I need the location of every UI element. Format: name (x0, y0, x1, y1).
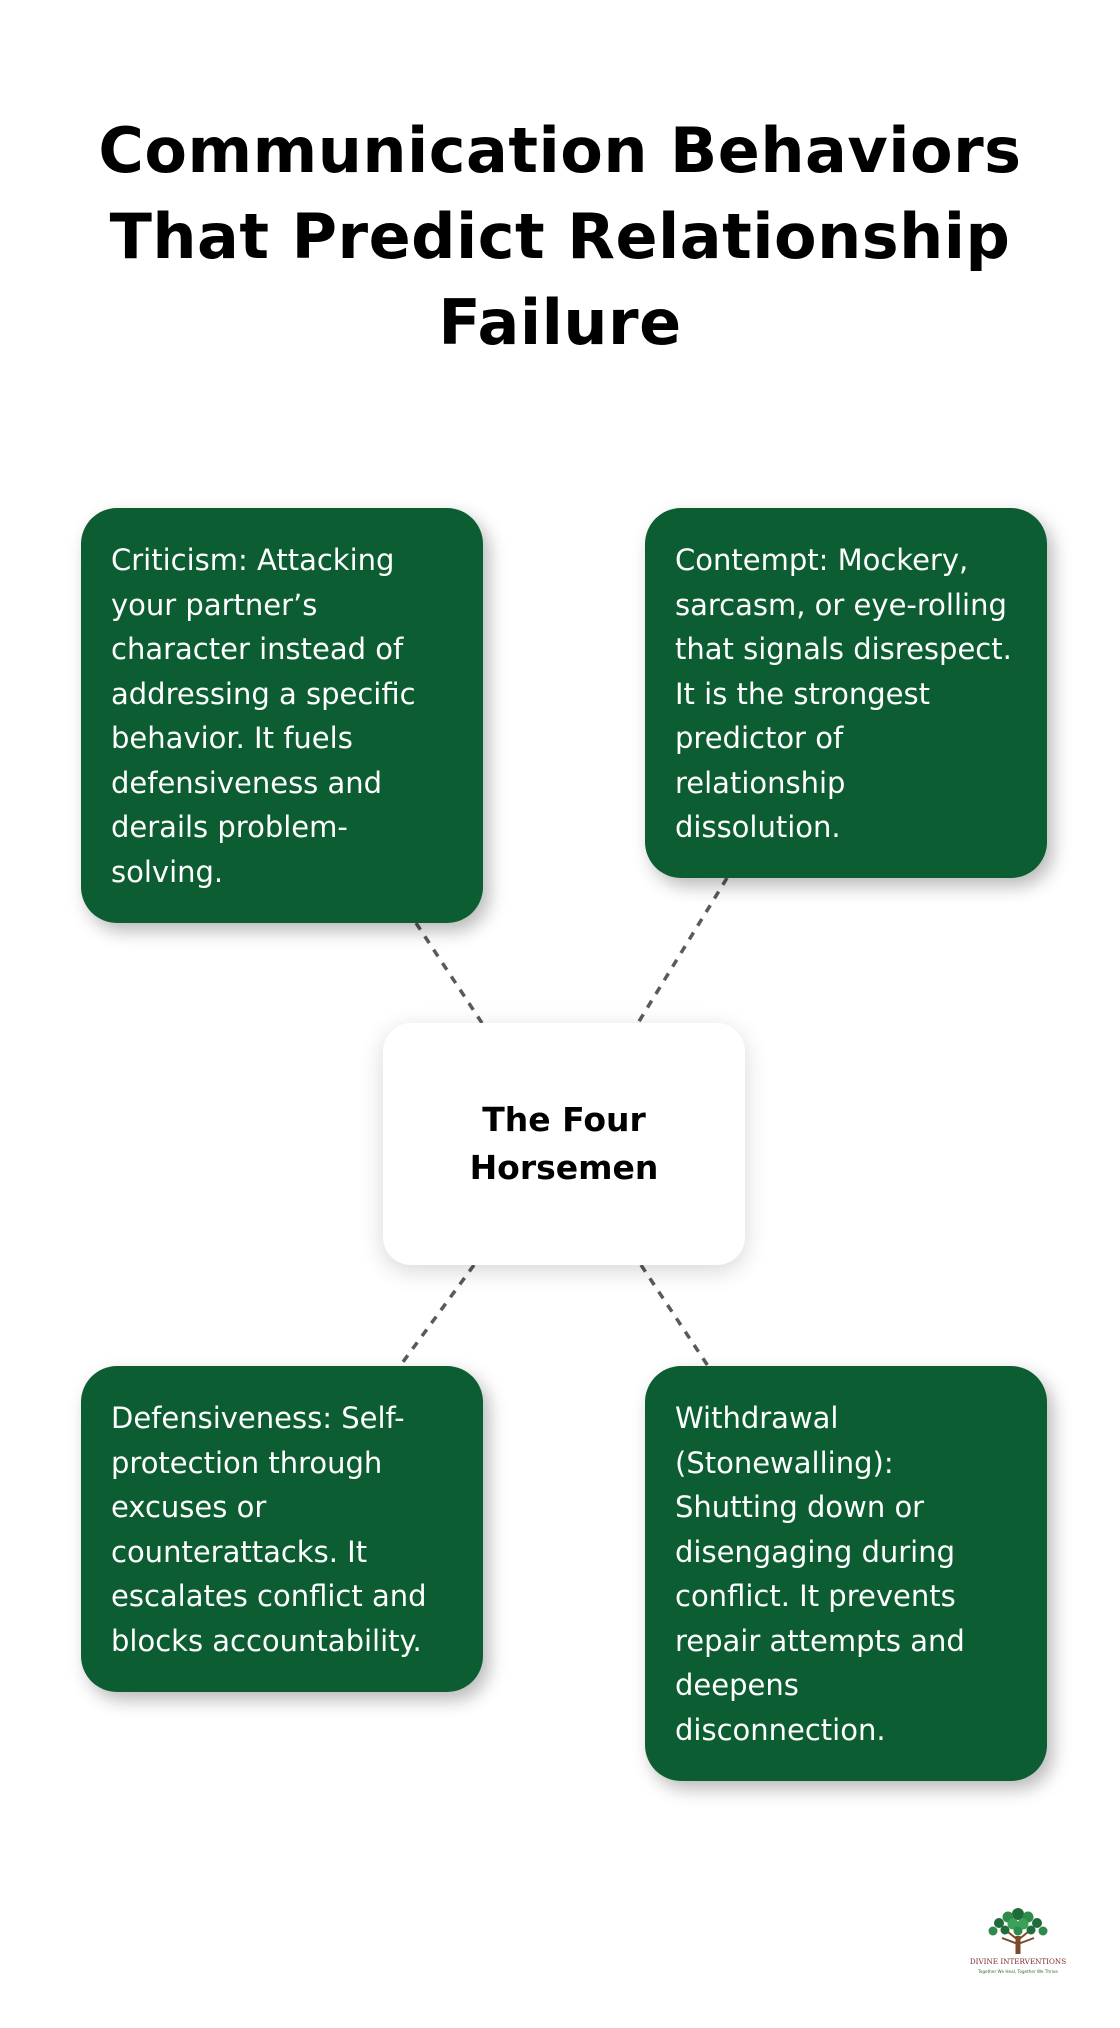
card-criticism: Criticism: Attacking your partner’s char… (81, 508, 483, 923)
logo-brand-text: DIVINE INTERVENTIONS (970, 1957, 1066, 1966)
card-withdrawal-text: Withdrawal (Stonewalling): Shutting down… (675, 1401, 965, 1747)
connector-defensiveness (398, 1263, 476, 1368)
card-defensiveness-text: Defensiveness: Self-protection through e… (111, 1401, 427, 1658)
brand-logo: DIVINE INTERVENTIONS Together We Heal, T… (970, 1908, 1066, 1974)
tree-icon (988, 1908, 1048, 1954)
card-defensiveness: Defensiveness: Self-protection through e… (81, 1366, 483, 1692)
connector-contempt (636, 877, 729, 1024)
connector-withdrawal (639, 1264, 710, 1367)
connector-criticism (414, 922, 484, 1024)
logo-tagline-text: Together We Heal, Together We Thrive (977, 1969, 1058, 1974)
center-node: The Four Horsemen (383, 1023, 745, 1265)
card-criticism-text: Criticism: Attacking your partner’s char… (111, 543, 416, 889)
center-node-label: The Four Horsemen (469, 1100, 659, 1187)
card-withdrawal: Withdrawal (Stonewalling): Shutting down… (645, 1366, 1047, 1781)
card-contempt: Contempt: Mockery, sarcasm, or eye-rolli… (645, 508, 1047, 878)
card-contempt-text: Contempt: Mockery, sarcasm, or eye-rolli… (675, 543, 1012, 844)
page-title: Communication Behaviors That Predict Rel… (98, 114, 1022, 359)
